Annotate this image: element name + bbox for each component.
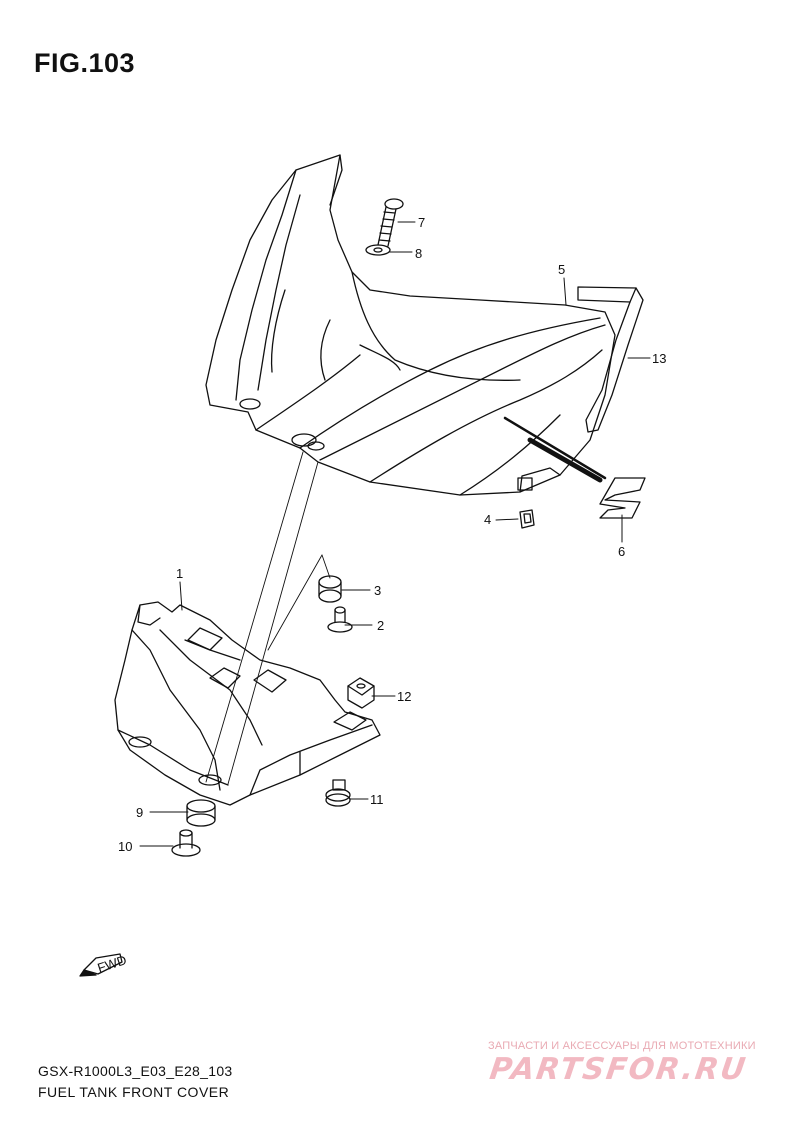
assembly-lines	[205, 451, 331, 785]
callout-2: 2	[377, 618, 384, 633]
edge-trim-part-13	[577, 286, 644, 433]
callout-4: 4	[484, 512, 491, 527]
diagram-subtitle: FUEL TANK FRONT COVER	[38, 1084, 230, 1100]
bracket-part-1	[114, 601, 381, 806]
bolt-part-11	[325, 779, 351, 807]
watermark-tagline: ЗАПЧАСТИ И АКСЕССУАРЫ ДЛЯ МОТОТЕХНИКИ	[488, 1040, 756, 1052]
screw-part-7	[377, 198, 404, 247]
callout-5: 5	[558, 262, 565, 277]
callout-labels: 1 2 3 4 5 6 7 8 9 10 11 12 13 FWD	[96, 215, 667, 976]
watermark-logo: PARTSFOR.RU	[487, 1052, 750, 1087]
grommet-part-9	[186, 799, 216, 827]
collar-part-10	[171, 829, 201, 857]
emblem-part-6	[599, 477, 646, 519]
figure-title: FIG.103	[34, 48, 136, 78]
callout-6: 6	[618, 544, 625, 559]
callout-7: 7	[418, 215, 425, 230]
clip-nut-part-4	[519, 509, 535, 529]
collar-part-2	[327, 606, 353, 633]
model-code: GSX-R1000L3_E03_E28_103	[38, 1063, 233, 1079]
fwd-badge-label: FWD	[96, 952, 129, 975]
callout-8: 8	[415, 246, 422, 261]
washer-part-8	[365, 244, 391, 256]
callout-13: 13	[652, 351, 666, 366]
fwd-arrow-icon	[79, 953, 123, 977]
leader-lines	[139, 221, 651, 847]
callout-1: 1	[176, 566, 183, 581]
callout-9: 9	[136, 805, 143, 820]
callout-12: 12	[397, 689, 411, 704]
callout-3: 3	[374, 583, 381, 598]
front-cover-part-5	[205, 154, 616, 496]
grommet-part-3	[318, 575, 342, 603]
callout-11: 11	[370, 792, 384, 807]
callout-10: 10	[118, 839, 132, 854]
nut-part-12	[347, 677, 375, 709]
